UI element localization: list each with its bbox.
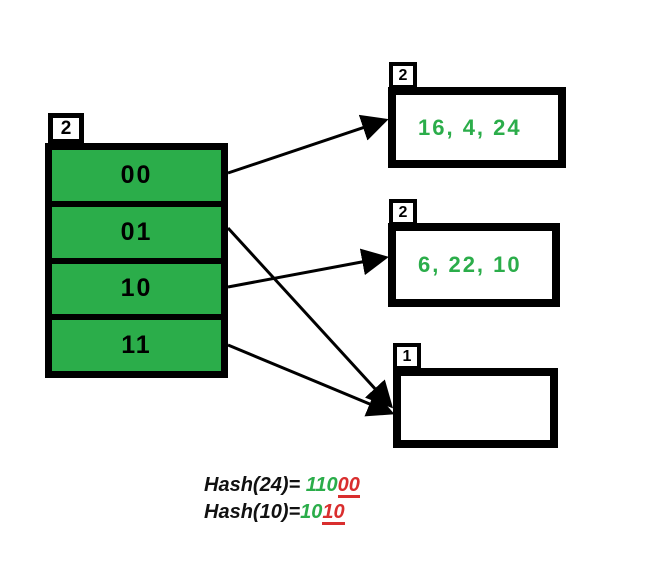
bucket-b-local-depth-badge: 2 [389,199,417,226]
bucket-a: 16, 4, 24 [388,87,566,168]
hash-24-prefix: Hash(24)= [204,474,306,496]
directory-cell-01-label: 01 [120,217,153,246]
bucket-c-local-depth-badge: 1 [393,343,421,370]
arrow-01-to-bucket-c [226,226,394,409]
bucket-a-local-depth-badge: 2 [389,62,417,89]
directory-cell-10: 10 [52,263,221,315]
bucket-b-contents: 6, 22, 10 [418,252,522,277]
hash-10-directory-bits: 10 [322,501,345,525]
hash-annotation-10: Hash(10)=1010 [204,499,360,526]
hash-24-directory-bits: 00 [337,474,360,498]
directory-cell-01: 01 [52,206,221,258]
hash-24-kept-bits: 110 [305,474,338,496]
hash-10-kept-bits: 10 [300,501,323,523]
directory-cell-00: 00 [52,150,221,201]
bucket-b-local-depth-value: 2 [398,203,408,221]
bucket-a-contents: 16, 4, 24 [418,114,522,140]
directory-global-depth-badge: 2 [48,113,84,144]
directory: 00 01 10 11 [45,143,228,378]
directory-cell-00-label: 00 [120,160,153,189]
directory-cell-11: 11 [52,320,221,371]
hash-annotation-24: Hash(24)= 11000 [204,472,360,499]
arrow-00-to-bucket-a [227,114,389,175]
directory-cell-11-label: 11 [121,331,152,360]
directory-cell-10-label: 10 [120,274,153,303]
hash-annotations: Hash(24)= 11000 Hash(10)=1010 [204,472,360,526]
arrow-11-to-bucket-c [227,343,395,417]
hash-10-prefix: Hash(10)= [204,501,301,523]
bucket-c-local-depth-value: 1 [402,347,412,365]
bucket-b: 6, 22, 10 [388,223,560,307]
bucket-a-local-depth-value: 2 [398,66,408,84]
arrow-10-to-bucket-b [227,248,389,289]
directory-global-depth-value: 2 [60,117,72,139]
bucket-c [393,368,558,448]
